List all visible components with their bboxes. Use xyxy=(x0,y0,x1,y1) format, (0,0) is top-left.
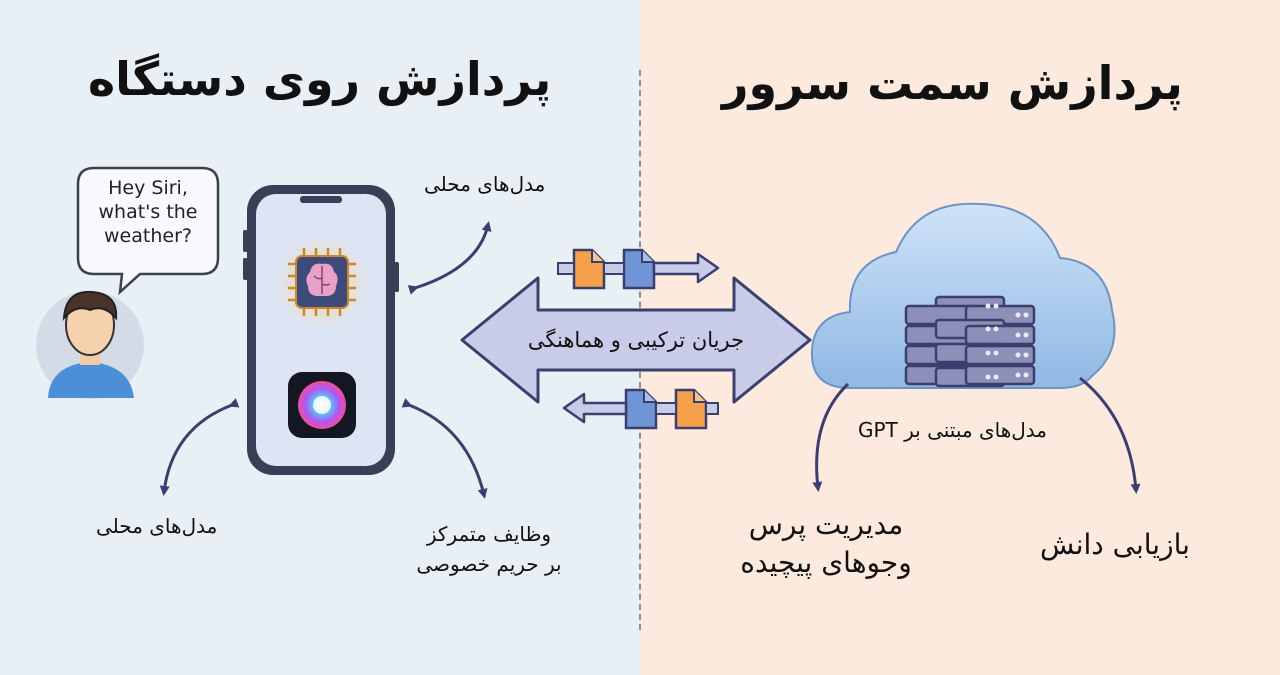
siri-icon xyxy=(288,372,356,438)
local-models-bottom-label: مدل‌های محلی xyxy=(96,514,218,538)
document-orange-icon xyxy=(572,248,606,290)
server-side-title: پردازش سمت سرور xyxy=(722,56,1183,110)
on-device-title: پردازش روی دستگاه xyxy=(88,52,552,106)
complex-queries-label-line2: وجوهای پیچیده xyxy=(740,546,912,579)
privacy-tasks-label-line2: بر حریم خصوصی xyxy=(416,552,562,576)
speech-bubble xyxy=(76,166,220,296)
knowledge-retrieval-label: بازیابی دانش xyxy=(1040,528,1190,561)
top-document-flow xyxy=(557,248,720,290)
ai-chip-brain-icon xyxy=(276,237,368,329)
complex-queries-label-line1: مدیریت پرس xyxy=(748,508,904,541)
document-blue-icon xyxy=(622,248,656,290)
double-arrow-icon xyxy=(460,276,812,404)
user-avatar-icon xyxy=(36,290,144,399)
document-blue-icon xyxy=(624,388,658,430)
speech-bubble-text: Hey Siri, what's the weather? xyxy=(98,177,198,247)
bottom-document-flow xyxy=(562,388,719,430)
gpt-models-label: مدل‌های مبتنی بر GPT xyxy=(858,418,1047,442)
left-curved-arrows xyxy=(159,221,492,499)
arrow-to-local-models-bottom xyxy=(159,398,240,496)
cloud-down-arrows xyxy=(812,376,1141,494)
hybrid-flow-label: جریان ترکیبی و هماهنگی xyxy=(527,328,745,352)
arrow-to-local-models-top xyxy=(407,221,492,295)
arrow-to-knowledge-retrieval xyxy=(1079,376,1141,494)
server-rack-icon xyxy=(904,295,1036,388)
local-models-top-label: مدل‌های محلی xyxy=(424,172,546,196)
arrow-to-privacy-tasks xyxy=(401,398,488,499)
arrow-to-complex-queries xyxy=(812,382,850,492)
document-orange-icon xyxy=(674,388,708,430)
privacy-tasks-label-line1: وظایف متمرکز xyxy=(426,522,552,546)
